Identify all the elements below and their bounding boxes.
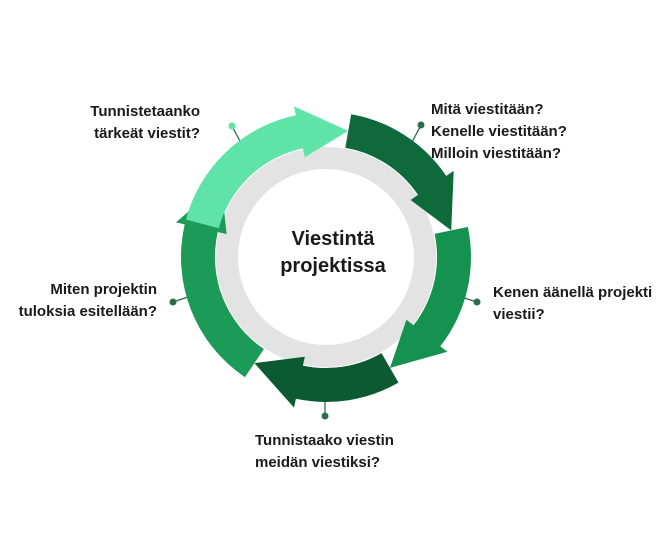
question-line: Tunnistetaanko [90, 103, 200, 120]
question-present-results: Miten projektin tuloksia esitellään? [19, 279, 157, 323]
question-line: meidän viestiksi? [255, 454, 381, 471]
arrow-segment-recognize [254, 353, 399, 408]
question-line: Miten projektin [50, 281, 157, 298]
arrow-segment-present [175, 183, 264, 378]
center-title-line-2: projektissa [280, 255, 386, 277]
question-line: tuloksia esitellään? [18, 303, 157, 320]
question-line: Tunnistaako viestin [255, 432, 394, 449]
center-title-line-1: Viestintä [291, 228, 375, 250]
arrow-segment-voice [390, 226, 471, 368]
question-line: Mitä viestitään? [431, 101, 544, 118]
arrow-segment-identify [185, 106, 349, 229]
question-line: Kenelle viestitään? [431, 123, 567, 140]
question-what-whom-when: Mitä viestitään? Kenelle viestitään? Mil… [431, 99, 567, 165]
question-line: viestii? [493, 306, 545, 323]
question-whose-voice: Kenen äänellä projekti viestii? [493, 282, 652, 326]
center-title: Viestintä projektissa [233, 226, 433, 280]
question-line: Kenen äänellä projekti [493, 284, 653, 301]
arrow-segment-plan [345, 114, 454, 231]
question-recognize-message: Tunnistaako viestin meidän viestiksi? [255, 430, 394, 474]
question-line: tärkeät viestit? [94, 125, 200, 142]
question-line: Milloin viestitään? [431, 145, 562, 162]
inner-ring [216, 147, 436, 367]
question-identify-messages: Tunnistetaanko tärkeät viestit? [90, 101, 200, 145]
